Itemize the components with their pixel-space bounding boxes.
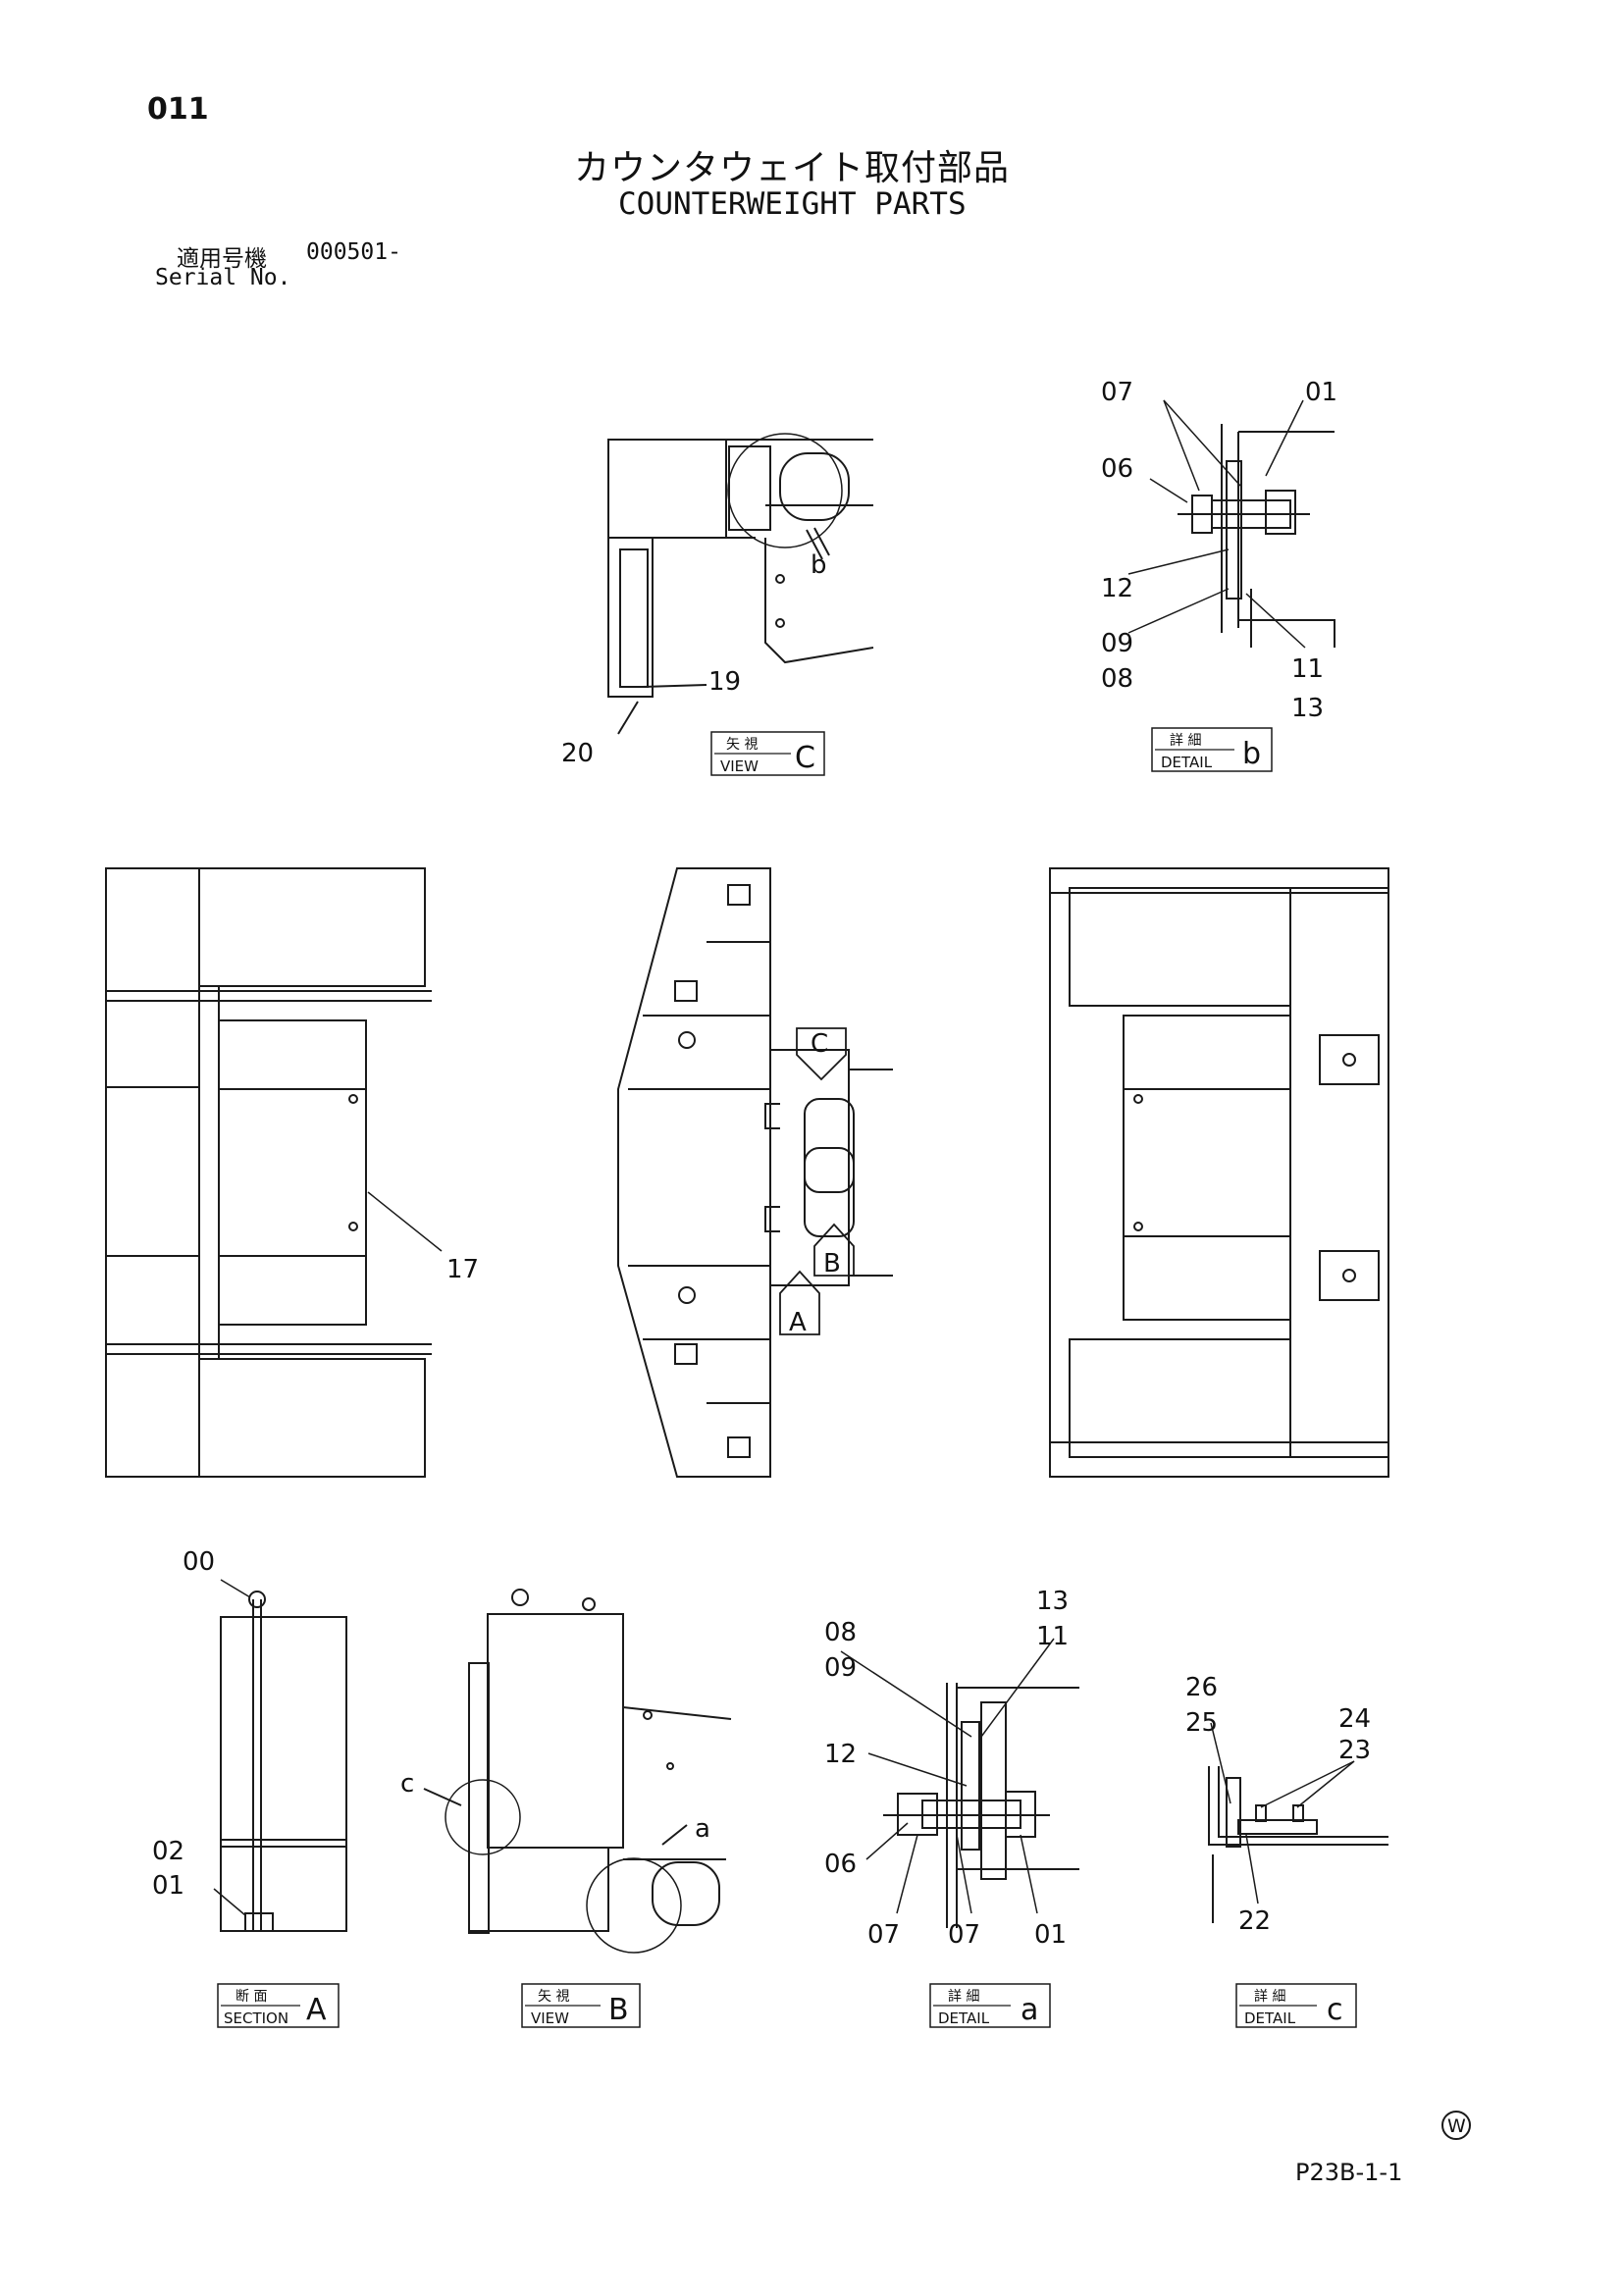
callout-12-detail-a: 12 — [824, 1740, 857, 1769]
detail-a-drawing — [883, 1683, 1079, 1928]
detail-c-tag: 詳 細 DETAIL c — [1235, 1983, 1357, 2028]
svg-text:詳 細: 詳 細 — [1170, 733, 1201, 749]
plan-view-left — [105, 867, 432, 1478]
svg-text:B: B — [608, 1993, 629, 2027]
callout-09: 09 — [1101, 629, 1133, 658]
callout-07-detail-a-2: 07 — [948, 1920, 980, 1950]
callout-08-detail-a: 08 — [824, 1618, 857, 1647]
svg-text:詳 細: 詳 細 — [948, 1989, 979, 2005]
view-b-ref-c: c — [400, 1769, 414, 1799]
callout-26: 26 — [1185, 1673, 1218, 1702]
callout-01-section: 01 — [152, 1871, 184, 1901]
view-c-drawing — [607, 433, 874, 735]
section-a-tag: 断 面 SECTION A — [217, 1983, 340, 2028]
callout-22: 22 — [1238, 1906, 1271, 1936]
callout-06-detail-a: 06 — [824, 1850, 857, 1879]
callout-07-detail-a-1: 07 — [867, 1920, 900, 1950]
marker-b: B — [813, 1223, 855, 1278]
callout-01-detail-a: 01 — [1034, 1920, 1067, 1950]
svg-text:b: b — [1242, 737, 1261, 771]
svg-text:DETAIL: DETAIL — [1244, 2009, 1296, 2027]
svg-text:A: A — [306, 1993, 327, 2027]
marker-a: A — [779, 1270, 820, 1337]
svg-text:DETAIL: DETAIL — [1161, 754, 1213, 771]
detail-c-drawing — [1208, 1766, 1388, 1923]
view-b-drawing — [423, 1589, 732, 1954]
plan-view-right — [1049, 867, 1389, 1478]
svg-text:断 面: 断 面 — [236, 1989, 267, 2005]
view-b-ref-a: a — [695, 1814, 710, 1844]
callout-08: 08 — [1101, 664, 1133, 694]
callout-12: 12 — [1101, 574, 1133, 603]
svg-text:SECTION: SECTION — [224, 2009, 288, 2027]
svg-text:C: C — [795, 741, 815, 775]
callout-11-detail-a: 11 — [1036, 1622, 1069, 1651]
callout-13: 13 — [1291, 694, 1324, 723]
callout-13-detail-a: 13 — [1036, 1587, 1069, 1616]
detail-b-drawing — [1178, 424, 1335, 648]
callout-07: 07 — [1101, 378, 1133, 407]
svg-text:a: a — [1021, 1993, 1038, 2027]
callout-24: 24 — [1338, 1704, 1371, 1734]
svg-text:矢 視: 矢 視 — [538, 1989, 569, 2005]
svg-text:VIEW: VIEW — [720, 757, 759, 775]
callout-19: 19 — [708, 667, 741, 697]
view-c-tag: 矢 視 VIEW C — [710, 731, 825, 776]
serial-label-english: Serial No. — [155, 265, 291, 290]
serial-label-japanese: 適用号機 — [177, 246, 267, 272]
callout-17: 17 — [446, 1255, 479, 1284]
title-english: COUNTERWEIGHT PARTS — [618, 186, 967, 222]
callout-09-detail-a: 09 — [824, 1653, 857, 1683]
detail-a-tag: 詳 細 DETAIL a — [929, 1983, 1051, 2028]
svg-text:DETAIL: DETAIL — [938, 2009, 990, 2027]
svg-text:詳 細: 詳 細 — [1254, 1989, 1285, 2005]
svg-text:矢 視: 矢 視 — [726, 737, 758, 753]
svg-text:W: W — [1447, 2115, 1466, 2137]
callout-02: 02 — [152, 1837, 184, 1866]
svg-text:VIEW: VIEW — [531, 2009, 569, 2027]
page-code: P23B-1-1 — [1295, 2159, 1403, 2186]
w-mark-icon: W — [1441, 2111, 1471, 2140]
callout-25: 25 — [1185, 1708, 1218, 1738]
page-number: 011 — [147, 92, 209, 127]
plan-view-center — [617, 867, 893, 1478]
serial-number: 000501- — [306, 239, 401, 265]
callout-11: 11 — [1291, 654, 1324, 684]
callout-06: 06 — [1101, 454, 1133, 484]
detail-b-tag: 詳 細 DETAIL b — [1151, 727, 1273, 772]
view-b-tag: 矢 視 VIEW B — [521, 1983, 641, 2028]
svg-text:C: C — [811, 1029, 828, 1059]
title-japanese: カウンタウェイト取付部品 — [574, 148, 1011, 188]
svg-text:A: A — [789, 1308, 807, 1337]
callout-20: 20 — [561, 739, 594, 768]
svg-text:B: B — [823, 1249, 841, 1278]
callout-01: 01 — [1305, 378, 1337, 407]
svg-text:c: c — [1327, 1993, 1343, 2027]
section-a-drawing — [220, 1591, 347, 1932]
callout-23: 23 — [1338, 1736, 1371, 1765]
view-c-ref-b: b — [811, 550, 827, 580]
callout-00: 00 — [183, 1547, 215, 1577]
marker-c: C — [796, 1027, 847, 1081]
